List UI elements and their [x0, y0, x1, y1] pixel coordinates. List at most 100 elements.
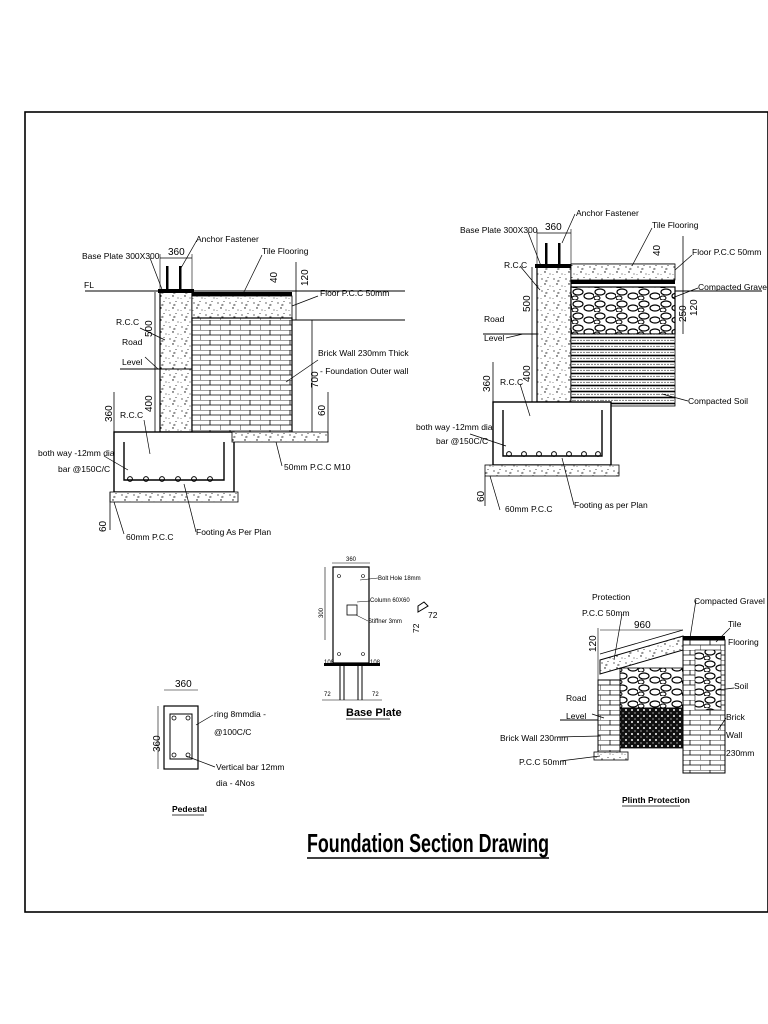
pedestal-title: Pedestal — [172, 804, 207, 814]
pcc-under-wall — [231, 431, 329, 443]
label-bar: both way -12mm dia — [38, 448, 115, 458]
plinth-dim-120: 120 — [588, 635, 599, 652]
pedestal-label-ring-spacing: @100C/C — [214, 727, 251, 737]
footing — [113, 431, 235, 493]
compacted-soil — [570, 333, 676, 407]
label-footing-b: Footing as per Plan — [574, 500, 648, 510]
plinth-brick-left — [597, 679, 621, 753]
label-pcc-60: 60mm P.C.C — [126, 532, 174, 542]
plinth-label-gravel: Compacted Gravel — [694, 596, 765, 606]
bp-label-column: Column 60X60 — [370, 598, 410, 604]
pcc-60 — [109, 491, 239, 503]
pedestal-detail: 360 360 ring 8mmdia - @100C/C Vertical b… — [152, 679, 285, 816]
bp-dim-72-vertical: 72 — [411, 623, 421, 633]
plinth-label-protection-pcc: P.C.C 50mm — [582, 608, 630, 618]
pcc-b — [484, 464, 620, 477]
plinth-label-wall: Wall — [726, 730, 742, 740]
plinth-label-road: Road — [566, 693, 587, 703]
base-plate-title: Base Plate — [346, 707, 402, 719]
label-rcc-footing: R.C.C — [120, 410, 143, 420]
label-bar-b: both way -12mm dia — [416, 422, 493, 432]
column — [159, 291, 193, 433]
rebar-dots — [127, 476, 213, 482]
base-plate-detail: 360 300 Bolt Hole 18mm Column 60X60 Stif… — [319, 557, 438, 720]
dim-360-b: 360 — [545, 222, 562, 233]
bp-label-stiffner: Stiffner 3mm — [368, 619, 402, 625]
plinth-dim-960: 960 — [634, 620, 651, 631]
label-road-b: Road — [484, 314, 505, 324]
plinth-label-soil: Soil — [734, 681, 748, 691]
base-plate — [158, 289, 194, 293]
label-pcc-60-b: 60mm P.C.C — [505, 504, 553, 514]
plinth-label-tile: Tile — [728, 619, 742, 629]
plinth-title: Plinth Protection — [622, 795, 690, 805]
dim-500-b: 500 — [522, 295, 533, 312]
bp-label-bolt-hole: Bolt Hole 18mm — [378, 576, 421, 582]
plinth-protection-detail: Protection P.C.C 50mm Compacted Gravel T… — [500, 592, 765, 807]
dim-60: 60 — [98, 520, 109, 532]
floor-pcc-b — [570, 263, 676, 281]
label-footing: Footing As Per Plan — [196, 527, 271, 537]
label-fl: FL — [84, 280, 94, 290]
label-base-plate-b: Base Plate 300X300 — [460, 225, 538, 235]
drawing-title: Foundation Section Drawing — [307, 828, 549, 858]
pedestal-dim-360: 360 — [175, 679, 192, 690]
label-compacted-soil: Compacted Soil — [688, 396, 748, 406]
label-level-b: Level — [484, 333, 504, 343]
bp-dim-72-left: 72 — [324, 692, 331, 698]
dim-120-b: 120 — [689, 299, 700, 316]
dim-360-vertical: 360 — [104, 405, 115, 422]
bp-dim-72-right: 72 — [372, 692, 379, 698]
plinth-label-brick-left: Brick Wall 230mm — [500, 733, 568, 743]
dim-500: 500 — [144, 320, 155, 337]
dim-400: 400 — [144, 395, 155, 412]
dim-40-b: 40 — [652, 244, 663, 256]
dim-700: 700 — [310, 371, 321, 388]
pedestal-label-vertical-bar-count: dia - 4Nos — [216, 778, 255, 788]
bp-dim-108-left: 108 — [324, 660, 335, 666]
compacted-gravel — [570, 286, 676, 335]
plinth-label-pcc: P.C.C 50mm — [519, 757, 567, 767]
floor-pcc — [191, 295, 293, 319]
plinth-gravel — [619, 667, 684, 709]
dim-250-b: 250 — [678, 305, 689, 322]
label-brick-wall: Brick Wall 230mm Thick — [318, 348, 409, 358]
pedestal-dim-360-vertical: 360 — [152, 735, 163, 752]
dim-360: 360 — [168, 247, 185, 258]
section-a: Base Plate 300X300 Anchor Fastener Tile … — [38, 234, 409, 542]
label-compacted-gravel: Compacted Gravel — [698, 282, 768, 292]
label-road: Road — [122, 337, 143, 347]
label-outer-wall: - Foundation Outer wall — [320, 366, 408, 376]
dim-120: 120 — [300, 269, 311, 286]
label-rcc-column-b: R.C.C — [504, 260, 527, 270]
label-pcc-m10: 50mm P.C.C M10 — [284, 462, 351, 472]
label-floor-pcc-b: Floor P.C.C 50mm — [692, 247, 761, 257]
plinth-label-level: Level — [566, 711, 586, 721]
dim-60-right: 60 — [317, 404, 328, 416]
sheet-border — [24, 111, 768, 913]
label-bar-spacing: bar @150C/C — [58, 464, 110, 474]
section-b: Base Plate 300X300 Anchor Fastener Tile … — [416, 208, 768, 514]
label-anchor-fastener: Anchor Fastener — [196, 234, 259, 244]
brick-wall — [191, 317, 293, 433]
dim-60-b: 60 — [476, 490, 487, 502]
label-tile-flooring-b: Tile Flooring — [652, 220, 699, 230]
bp-dim-300: 300 — [319, 607, 325, 618]
pedestal-label-vertical-bar: Vertical bar 12mm — [216, 762, 285, 772]
pedestal-square — [163, 705, 199, 770]
plinth-label-230: 230mm — [726, 748, 754, 758]
label-anchor-fastener-b: Anchor Fastener — [576, 208, 639, 218]
plinth-label-protection: Protection — [592, 592, 631, 602]
tile-flooring — [192, 292, 292, 296]
plinth-soil-dense — [619, 707, 684, 749]
plinth-label-flooring: Flooring — [728, 637, 759, 647]
bp-dim-72-side: 72 — [428, 610, 438, 620]
dim-360-vertical-b: 360 — [482, 375, 493, 392]
label-base-plate: Base Plate 300X300 — [82, 251, 160, 261]
plinth-label-brick: Brick — [726, 712, 746, 722]
dim-400-b: 400 — [522, 365, 533, 382]
bp-dim-360: 360 — [346, 557, 357, 563]
column-b — [536, 266, 572, 403]
label-rcc-column: R.C.C — [116, 317, 139, 327]
